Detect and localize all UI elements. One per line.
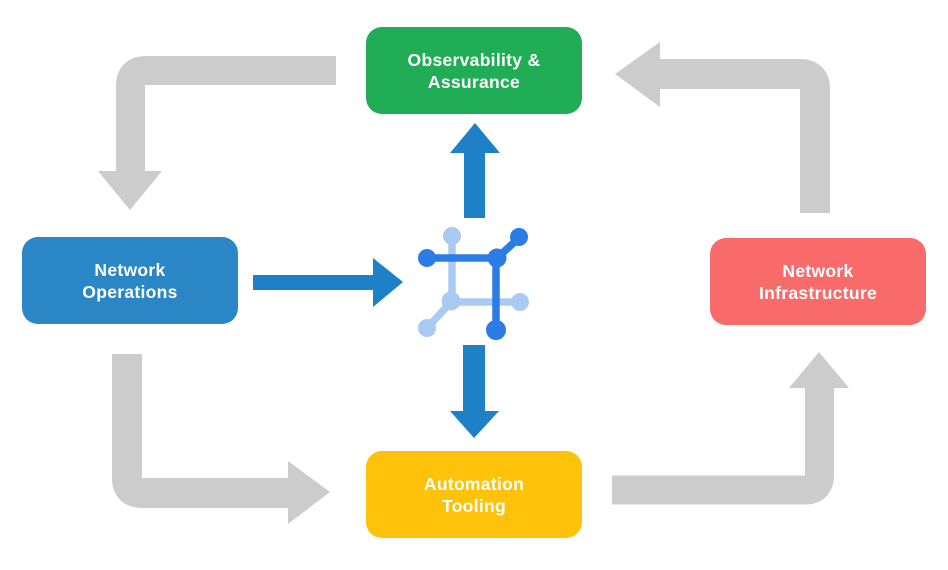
node-observability-assurance: Observability & Assurance: [366, 27, 582, 114]
node-label-line: Network: [782, 260, 854, 281]
node-label-line: Assurance: [427, 71, 521, 92]
arrow-infrastructure-to-observability: [615, 42, 830, 213]
network-mesh-icon: [418, 227, 529, 340]
arrow-operations-to-tooling: [112, 354, 330, 524]
node-label-line: Infrastructure: [759, 282, 877, 303]
node-automation-tooling: Automation Tooling: [366, 451, 582, 538]
arrow-center-to-tooling: [450, 345, 499, 438]
node-label-line: Operations: [82, 281, 178, 302]
node-network-infrastructure: Network Infrastructure: [710, 238, 926, 325]
node-network-operations: Network Operations: [22, 237, 238, 324]
arrow-center-to-observability: [450, 123, 500, 218]
node-label-line: Observability &: [407, 49, 541, 70]
node-label-line: Network: [94, 259, 166, 280]
arrow-observability-to-operations: [98, 56, 336, 210]
node-label-line: Automation: [423, 473, 525, 494]
node-label-line: Tooling: [442, 495, 506, 516]
arrow-tooling-to-infrastructure: [612, 352, 849, 505]
arrow-operations-to-center: [253, 258, 403, 307]
